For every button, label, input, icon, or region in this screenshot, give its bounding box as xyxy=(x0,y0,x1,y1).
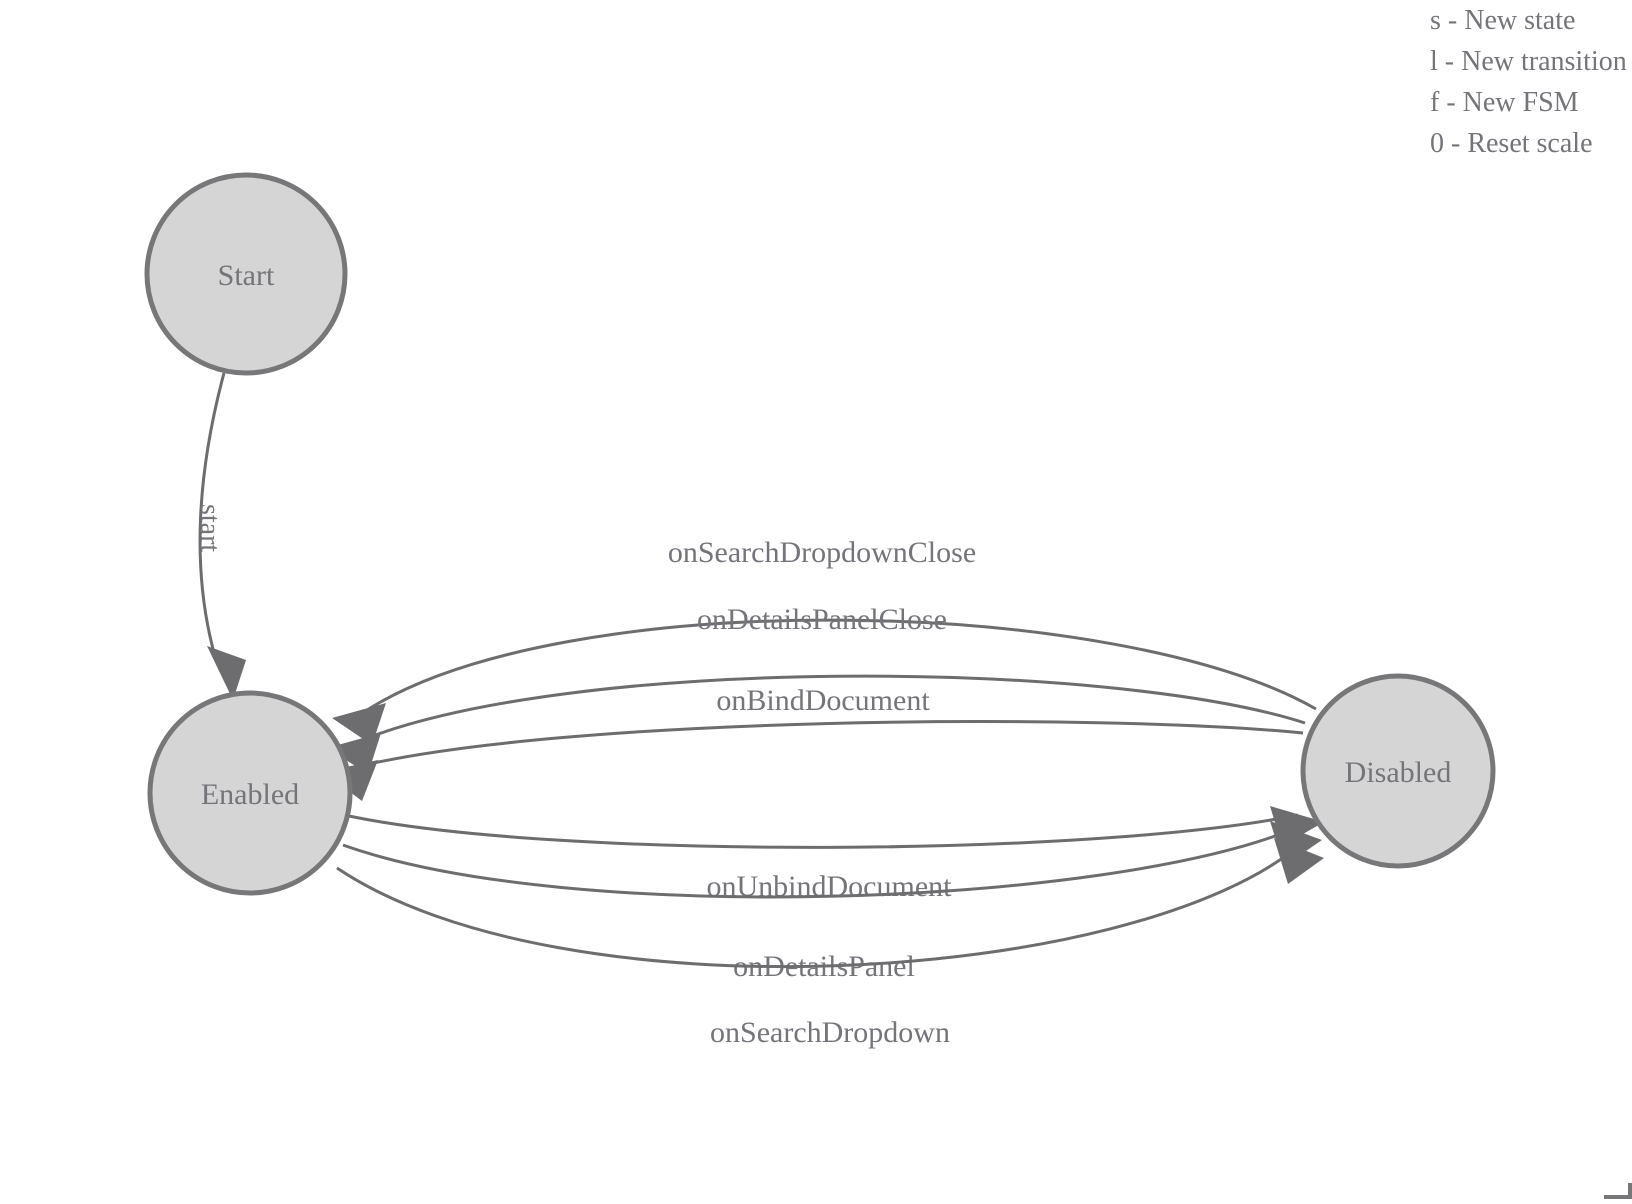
state-circle-start[interactable] xyxy=(144,172,348,376)
edge-label-on-details-panel-close: onDetailsPanelClose xyxy=(697,603,947,636)
state-label-enabled: Enabled xyxy=(201,778,299,811)
transition-on-search-dropdown[interactable]: onSearchDropdown xyxy=(336,838,1324,1049)
state-node-enabled[interactable]: Enabled xyxy=(147,690,353,896)
resize-handle-vertical-bar xyxy=(1628,1183,1632,1199)
edge-path-on-search-dropdown[interactable] xyxy=(336,843,1301,969)
transition-on-unbind-document[interactable]: onUnbindDocument xyxy=(348,806,1324,903)
state-label-disabled: Disabled xyxy=(1345,756,1452,789)
transition-start[interactable]: start xyxy=(194,372,246,700)
arrow-head-on-search-dropdown xyxy=(1274,838,1324,884)
state-node-start[interactable]: Start xyxy=(144,172,348,376)
edge-path-on-bind-document[interactable] xyxy=(351,720,1304,770)
edge-label-on-search-dropdown-close: onSearchDropdownClose xyxy=(668,536,976,569)
edge-path-on-details-panel-close[interactable] xyxy=(356,674,1306,744)
edge-label-start: start xyxy=(194,504,225,552)
edge-path-on-search-dropdown-close[interactable] xyxy=(363,618,1317,714)
edge-path-start[interactable] xyxy=(198,372,226,661)
edge-path-on-unbind-document[interactable] xyxy=(348,813,1299,849)
state-circle-disabled[interactable] xyxy=(1300,673,1496,869)
resize-handle[interactable] xyxy=(1598,1183,1632,1204)
edge-label-on-bind-document: onBindDocument xyxy=(716,684,930,717)
transition-on-bind-document[interactable]: onBindDocument xyxy=(324,684,1304,801)
transition-on-details-panel-close[interactable]: onDetailsPanelClose xyxy=(327,603,1306,774)
state-label-start: Start xyxy=(218,259,275,292)
state-circle-enabled[interactable] xyxy=(147,690,353,896)
edge-path-on-details-panel[interactable] xyxy=(342,826,1297,899)
edge-label-on-search-dropdown: onSearchDropdown xyxy=(710,1016,950,1049)
state-node-disabled[interactable]: Disabled xyxy=(1300,673,1496,869)
resize-handle-horizontal-bar xyxy=(1604,1195,1632,1199)
arrow-head-start xyxy=(207,646,246,700)
